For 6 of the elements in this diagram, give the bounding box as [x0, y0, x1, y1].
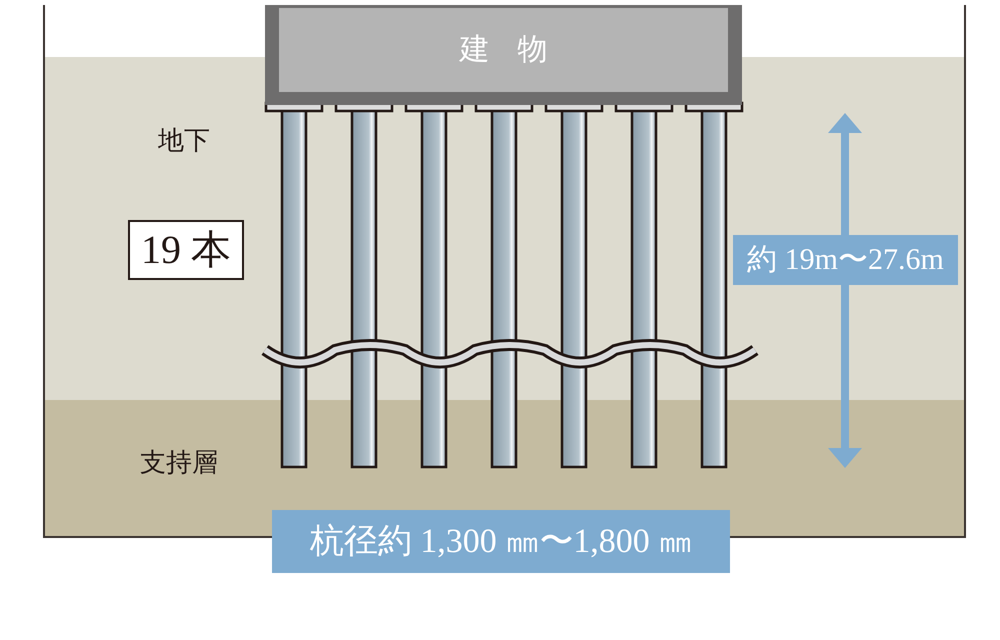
layer-label: 地下 [158, 128, 210, 154]
count-box: 19 本 [128, 220, 244, 280]
depth-label: 約 19m〜27.6m [733, 235, 958, 285]
diameter-label: 杭径約 1,300 ㎜〜1,800 ㎜ [272, 510, 730, 573]
building-box: 建物 [265, 5, 742, 105]
layer-label: 支持層 [140, 450, 218, 476]
